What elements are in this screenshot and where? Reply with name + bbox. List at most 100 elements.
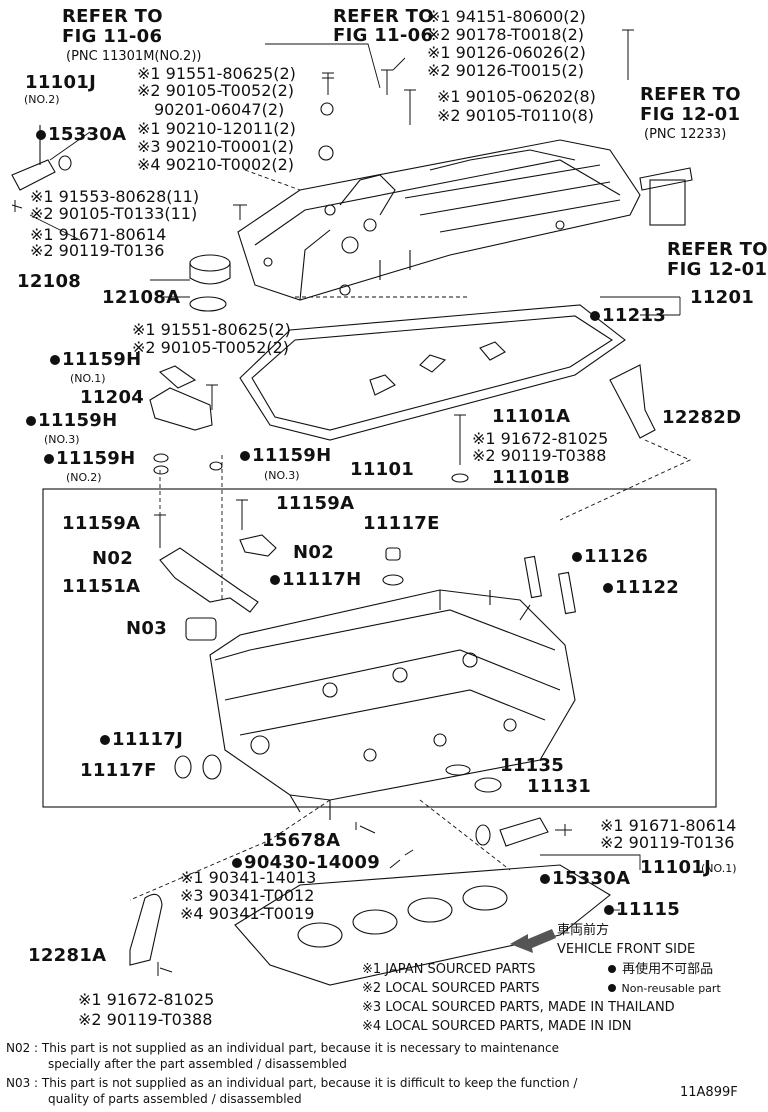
note-n03-line2: quality of parts assembled / disassemble…: [48, 1092, 302, 1106]
part-11101b[interactable]: 11101B: [492, 467, 571, 488]
sensor-12233: [649, 179, 686, 226]
ref-fig1106-top-l2[interactable]: FIG 11-06: [333, 25, 434, 46]
legend-nonreuse-en: Non-reusable part: [608, 983, 721, 994]
part-11159h-no3[interactable]: 11159H: [26, 412, 118, 430]
vehicle-front-jp: 車両前方: [557, 923, 610, 938]
part-90105-06202[interactable]: ※1 90105-06202(8): [437, 87, 596, 106]
nonreusable-dot-icon: [240, 451, 250, 461]
part-12108[interactable]: 12108: [17, 271, 82, 292]
part-94151[interactable]: ※1 94151-80600(2): [427, 7, 586, 26]
part-11159h-no1[interactable]: 11159H: [50, 351, 142, 369]
n03-label[interactable]: N03: [126, 618, 168, 639]
part-90105-t0052-top[interactable]: ※2 90105-T0052(2): [137, 81, 295, 100]
cylinder-head-frame: [42, 488, 717, 808]
part-90105-t0110[interactable]: ※2 90105-T0110(8): [437, 106, 595, 125]
part-12108a[interactable]: 12108A: [102, 287, 181, 308]
part-90126-t0015[interactable]: ※2 90126-T0015(2): [427, 61, 585, 80]
part-90178[interactable]: ※2 90178-T0018(2): [427, 25, 585, 44]
part-11117j[interactable]: 11117J: [100, 731, 183, 749]
part-90341-14013[interactable]: ※1 90341-14013: [180, 868, 317, 887]
note-n02-line2: specially after the part assembled / dis…: [48, 1057, 347, 1071]
part-91551-mid[interactable]: ※1 91551-80625(2): [132, 320, 291, 339]
nonreusable-dot-icon: [100, 735, 110, 745]
part-12281a[interactable]: 12281A: [28, 945, 107, 966]
n02-label-left[interactable]: N02: [92, 548, 134, 569]
part-11204[interactable]: 11204: [80, 387, 145, 408]
legend-item-1: ※1 JAPAN SOURCED PARTS: [362, 962, 536, 977]
part-91672-bot[interactable]: ※1 91672-81025: [78, 990, 215, 1009]
part-11135[interactable]: 11135: [500, 755, 565, 776]
ref-fig1106-top-l1[interactable]: REFER TO: [333, 6, 434, 27]
part-91672-mid[interactable]: ※1 91672-81025: [472, 429, 609, 448]
part-11131[interactable]: 11131: [527, 776, 592, 797]
part-11117e[interactable]: 11117E: [363, 513, 440, 534]
part-90341-t0019[interactable]: ※4 90341-T0019: [180, 904, 315, 923]
nonreusable-dot-icon: [540, 874, 550, 884]
legend-item-2: ※2 LOCAL SOURCED PARTS: [362, 981, 540, 996]
part-11159h-no2[interactable]: 11159H: [44, 450, 136, 468]
legend-nonreuse-jp: 再使用不可部品: [608, 963, 713, 976]
lifter-n03: [185, 617, 217, 641]
part-11213[interactable]: 11213: [590, 307, 666, 325]
part-90119-t0136-top[interactable]: ※2 90119-T0136: [30, 241, 165, 260]
part-15330a-bot[interactable]: 15330A: [540, 870, 630, 888]
ref-fig1201-right-l1[interactable]: REFER TO: [667, 239, 768, 260]
part-90210-t0001[interactable]: ※3 90210-T0001(2): [137, 137, 295, 156]
nonreusable-dot-icon: [608, 984, 616, 992]
figure-id: 11A899F: [680, 1085, 738, 1100]
legend-item-4: ※4 LOCAL SOURCED PARTS, MADE IN IDN: [362, 1019, 632, 1034]
part-90210-12011[interactable]: ※1 90210-12011(2): [137, 119, 296, 138]
part-90341-t0012[interactable]: ※3 90341-T0012: [180, 886, 315, 905]
part-11101j-top[interactable]: 11101J: [25, 72, 97, 93]
ref-fig1106-left-l2[interactable]: FIG 11-06: [62, 26, 163, 47]
part-11122[interactable]: 11122: [603, 579, 679, 597]
nonreusable-dot-icon: [26, 416, 36, 426]
oil-cap-12108: [189, 254, 231, 272]
part-11159a-left[interactable]: 11159A: [62, 513, 141, 534]
part-11101[interactable]: 11101: [350, 459, 415, 480]
part-90105-t0133[interactable]: ※2 90105-T0133(11): [30, 204, 198, 223]
n02-label-right[interactable]: N02: [293, 542, 335, 563]
part-11117f[interactable]: 11117F: [80, 760, 157, 781]
part-12282d[interactable]: 12282D: [662, 407, 742, 428]
cylinder-head-drawing: [209, 589, 576, 820]
part-90119-t0388-mid[interactable]: ※2 90119-T0388: [472, 446, 607, 465]
part-11151a[interactable]: 11151A: [62, 576, 141, 597]
part-90119-t0388-bot[interactable]: ※2 90119-T0388: [78, 1010, 213, 1029]
nonreusable-dot-icon: [36, 130, 46, 140]
part-90119-t0136-bot[interactable]: ※2 90119-T0136: [600, 833, 735, 852]
part-91671-top[interactable]: ※1 91671-80614: [30, 225, 167, 244]
gasket-drawing: [239, 304, 626, 441]
part-91553[interactable]: ※1 91553-80628(11): [30, 187, 200, 206]
part-90210-t0002[interactable]: ※4 90210-T0002(2): [137, 155, 295, 174]
part-11159h-no3b[interactable]: 11159H: [240, 447, 332, 465]
part-91551-top[interactable]: ※1 91551-80625(2): [137, 64, 296, 83]
part-11115[interactable]: 11115: [604, 901, 680, 919]
ref-fig1106-left-l1[interactable]: REFER TO: [62, 6, 163, 27]
ref-fig1201-top-l2[interactable]: FIG 12-01: [640, 104, 741, 125]
part-90430[interactable]: 90430-14009: [232, 854, 380, 872]
bracket-11204: [149, 387, 213, 431]
part-11101j-bot[interactable]: 11101J: [640, 857, 712, 878]
part-11101a[interactable]: 11101A: [492, 406, 571, 427]
part-11117h[interactable]: 11117H: [270, 571, 362, 589]
part-11201[interactable]: 11201: [690, 287, 755, 308]
head-cover-drawing: [237, 139, 641, 301]
ref-fig1201-top-l1[interactable]: REFER TO: [640, 84, 741, 105]
bearing-cap-right: [239, 534, 277, 557]
part-15330a-top[interactable]: 15330A: [36, 126, 126, 144]
part-90201[interactable]: 90201-06047(2): [154, 100, 285, 119]
no3-label-a: (NO.3): [44, 433, 80, 446]
part-90105-t0052-mid[interactable]: ※2 90105-T0052(2): [132, 338, 290, 357]
bearing-cap-left: [159, 547, 259, 613]
part-91671-bot[interactable]: ※1 91671-80614: [600, 816, 737, 835]
ref-fig1201-pnc: (PNC 12233): [644, 127, 727, 142]
part-15678a[interactable]: 15678A: [262, 830, 341, 851]
part-11159a-right[interactable]: 11159A: [276, 493, 355, 514]
nonreusable-dot-icon: [232, 858, 242, 868]
part-11126[interactable]: 11126: [572, 548, 648, 566]
ref-fig1201-right-l2[interactable]: FIG 12-01: [667, 259, 768, 280]
part-90126-06026[interactable]: ※1 90126-06026(2): [427, 43, 586, 62]
valve-guide-11122: [557, 571, 577, 615]
